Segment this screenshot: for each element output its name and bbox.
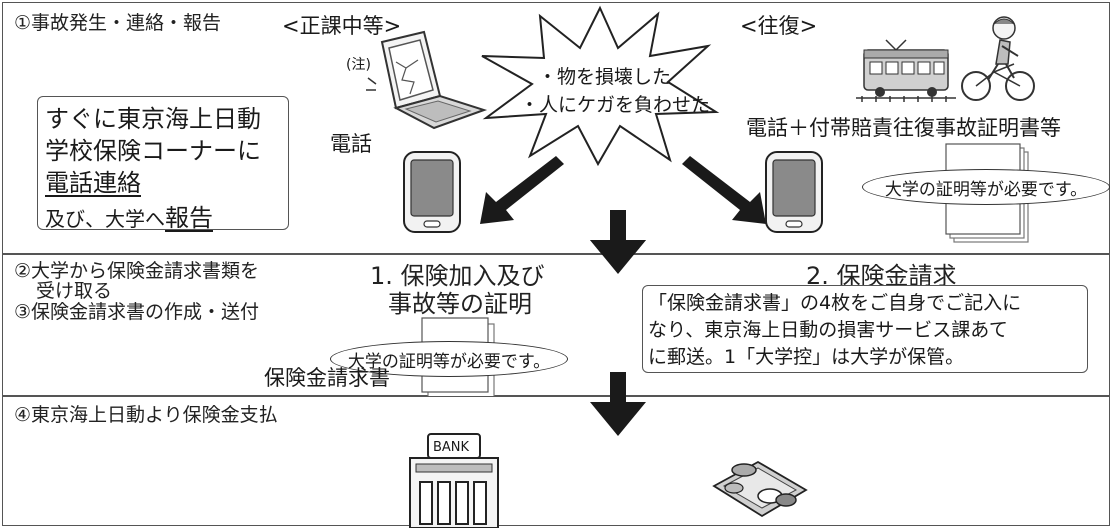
col1-title-line-2: 事故等の証明 [388, 290, 532, 318]
claim-instruction-line-3: に郵送。1「大学控」は大学が保管。 [648, 346, 965, 368]
step-4-label: ④東京海上日動より保険金支払 [14, 404, 278, 426]
bank-sign: BANK [433, 440, 470, 455]
burst-line-2: ・人にケガを負わせた [520, 94, 711, 116]
laptop-icon [366, 30, 488, 130]
burst-line-1: ・物を損壊した [538, 66, 672, 88]
regular-class-label: <正課中等> [282, 14, 402, 38]
instruction-line-4-row: 及び、大学へ報告 [45, 198, 213, 233]
claim-form-label: 保険金請求書 [264, 366, 390, 390]
train-icon [856, 39, 956, 102]
bicycle-rider-icon [961, 16, 1035, 101]
step-2-line-2: 受け取る [36, 280, 113, 302]
instruction-box [37, 96, 289, 230]
arrow-down-left-icon [480, 156, 564, 224]
bank-building-icon [409, 433, 499, 528]
smartphone-icon [765, 151, 823, 233]
instruction-line-5: 報告 [165, 204, 213, 232]
step-1-label: ①事故発生・連絡・報告 [14, 12, 222, 34]
university-cert-note-1: 大学の証明等が必要です。 [862, 169, 1110, 205]
commute-label: <往復> [740, 14, 818, 38]
arrow-down-icon [590, 210, 646, 274]
claim-instruction-line-2: なり、東京海上日動の損害サービス課あて [648, 319, 1008, 341]
money-icon [712, 460, 808, 518]
claim-instruction-line-1: 「保険金請求書」の4枚をご自身でご記入に [648, 292, 1022, 314]
phone-label: 電話 [330, 132, 372, 156]
instruction-line-4: 及び、大学へ [45, 207, 165, 231]
col1-title-line-1: 1. 保険加入及び [370, 262, 545, 290]
instruction-line-3: 電話連絡 [45, 169, 141, 197]
commute-phone-label: 電話＋付帯賠責往復事故証明書等 [746, 116, 1061, 140]
incident-burst-icon [481, 5, 720, 167]
instruction-line-2: 学校保険コーナーに [45, 137, 261, 165]
instruction-line-1: すぐに東京海上日動 [45, 105, 261, 133]
note-marker: (注) [346, 57, 371, 73]
step-2-line-1: ②大学から保険金請求書類を [14, 260, 260, 282]
claim-instruction-box [642, 285, 1088, 373]
university-cert-note-2: 大学の証明等が必要です。 [330, 341, 568, 377]
smartphone-icon [403, 151, 461, 233]
arrow-down-right-icon [682, 156, 766, 224]
arrow-down-icon [590, 372, 646, 436]
step-3-label: ③保険金請求書の作成・送付 [14, 301, 260, 323]
section-payment [2, 396, 1110, 526]
